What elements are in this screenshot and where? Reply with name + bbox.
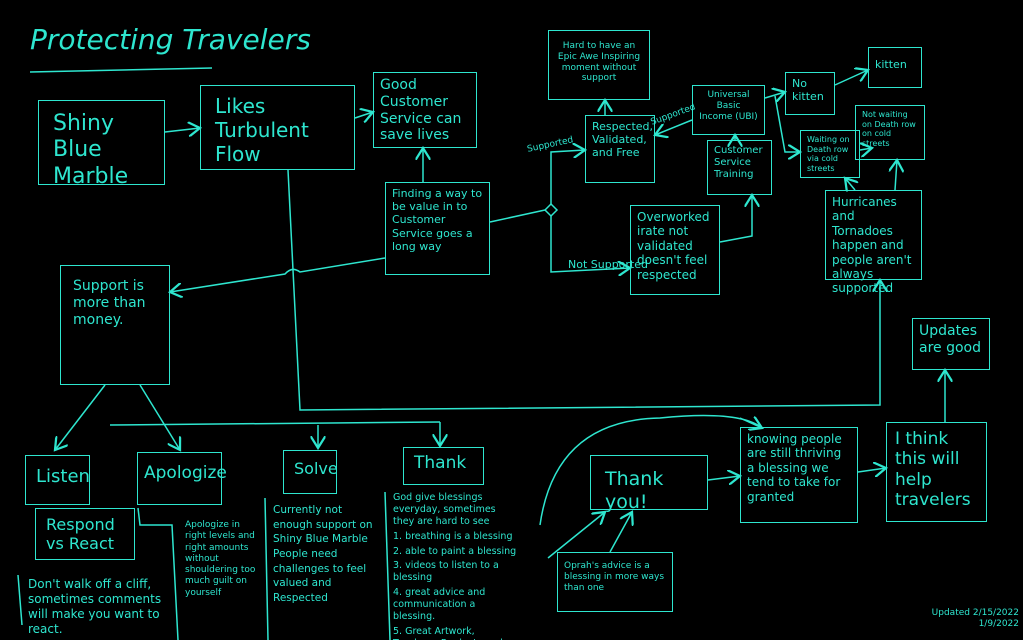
node-waiting-death-row: Waiting on Death row via cold streets (800, 130, 860, 178)
node-likes-turbulent-flow: Likes Turbulent Flow (200, 85, 355, 170)
node-apologize: Apologize (137, 452, 227, 505)
node-i-think: I think this will help travelers (886, 422, 987, 522)
node-support-more-than-money: Support is more than money. (60, 265, 170, 385)
node-kitten: kitten (868, 47, 922, 88)
arrow-hurricane-to-notwaiting (895, 160, 897, 191)
bracket-respond (17, 574, 23, 626)
arrow-oprah-to-thankyou-a (547, 512, 605, 559)
node-not-waiting: Not waiting on Death row on cold streets (855, 105, 925, 160)
arrow-nokitten-to-kitten (834, 70, 868, 86)
arrow-hurricane-to-waiting (845, 178, 855, 190)
arrow-supported (550, 150, 585, 204)
loop-flow-to-hurricanes (287, 169, 880, 411)
arrow-support-to-listen (55, 384, 106, 450)
created-date: 1/9/2022 (978, 619, 1019, 630)
label-not-supported: Not Supported (568, 258, 649, 271)
bracket-apologize (137, 507, 179, 640)
node-respond-vs-react: Respond vs React (35, 508, 135, 560)
node-updates-good: Updates are good (912, 318, 990, 370)
arrow-finding-to-support (170, 257, 386, 292)
node-oprah: Oprah's advice is a blessing in more way… (557, 552, 673, 612)
note-thank-item: 5. Great Artwork, Teachers, Products and… (393, 625, 503, 640)
node-customer-service-training: Customer Service Training (707, 140, 772, 195)
line-finding-to-diamond (489, 209, 546, 223)
node-knowing-people: knowing people are still thriving a bles… (740, 427, 858, 523)
arrow-ubi-to-nokitten (764, 92, 785, 98)
line-ubi-to-waiting (774, 95, 800, 152)
arrow-flow-to-service (354, 112, 373, 118)
node-listen: Listen (25, 455, 90, 505)
title-underline (29, 67, 213, 73)
node-no-kitten: No kitten (785, 72, 835, 115)
arrow-ubi-to-respected (655, 119, 693, 135)
footer-dates: Updated 2/15/2022 1/9/2022 (932, 608, 1019, 631)
node-solve: Solve (283, 450, 338, 494)
note-dont-walk: Don't walk off a cliff, sometimes commen… (28, 577, 162, 636)
note-thank: God give blessings everyday, sometimes t… (393, 492, 518, 640)
updated-date: Updated 2/15/2022 (931, 608, 1019, 618)
bracket-solve (264, 497, 269, 640)
arrow-support-to-apologize (139, 384, 180, 450)
arrow-overworked-to-training (719, 195, 752, 243)
decision-diamond (543, 202, 559, 218)
node-thank: Thank (403, 447, 484, 485)
node-finding-a-way: Finding a way to be value in to Customer… (385, 182, 490, 275)
node-overworked: Overworked irate not validated doesn't f… (630, 205, 720, 295)
bracket-thank (384, 491, 391, 640)
arrow-waiting-to-notwaiting (860, 148, 872, 150)
node-ubi: Universal Basic Income (UBI) (692, 85, 765, 135)
arrow-knowing-to-help (857, 468, 886, 472)
arrow-marble-to-flow (164, 128, 200, 132)
node-hard-to-have: Hard to have an Epic Awe Inspiring momen… (548, 30, 650, 100)
note-thank-intro: God give blessings everyday, sometimes t… (393, 492, 496, 527)
page-title: Protecting Travelers (30, 23, 311, 56)
node-thank-you: Thank you! (590, 455, 708, 513)
curve-to-knowing (539, 414, 763, 526)
line-branch (109, 421, 441, 426)
arrow-not-supported (550, 216, 630, 272)
note-thank-item: 2. able to paint a blessing (393, 545, 517, 557)
note-thank-item: 4. great advice and communication a bles… (393, 587, 486, 622)
node-hurricanes: Hurricanes and Tornadoes happen and peop… (825, 190, 922, 295)
arrow-oprah-to-thankyou-b (609, 512, 632, 553)
note-thank-item: 3. videos to listen to a blessing (393, 560, 499, 584)
node-respected: Respected, Validated, and Free (585, 115, 655, 183)
note-apologize: Apologize in right levels and right amou… (185, 520, 256, 598)
node-good-customer-service: Good Customer Service can save lives (373, 72, 477, 148)
note-solve: Currently not enough support on Shiny Bl… (273, 504, 373, 605)
node-shiny-blue-marble: Shiny Blue Marble (38, 100, 165, 189)
note-thank-item: 1. breathing is a blessing (393, 530, 513, 542)
arrow-thankyou-to-knowing (707, 476, 740, 480)
